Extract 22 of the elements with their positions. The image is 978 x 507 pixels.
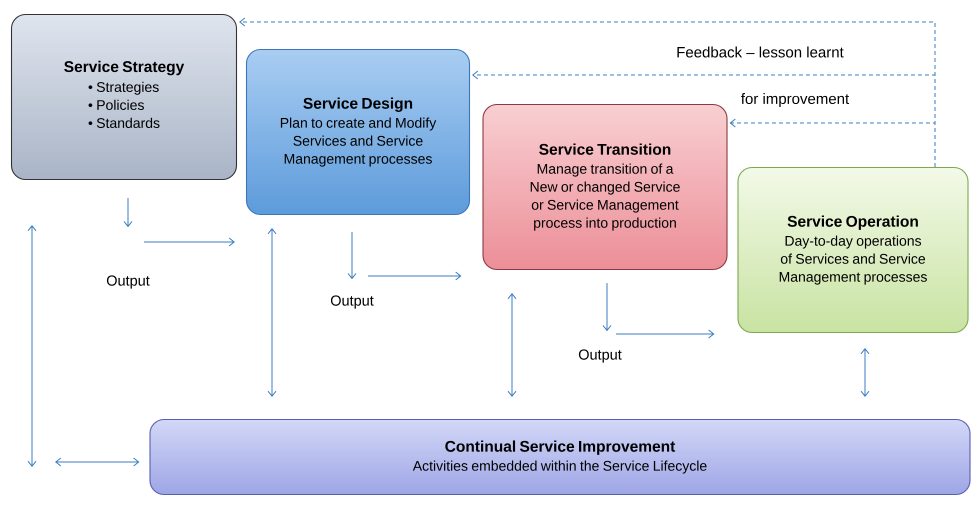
arrow [268,228,276,397]
arrow [860,348,870,397]
arrow [508,293,516,397]
process-box: Service Operation Day-to-day operations of Services and Service Management processes [737,166,969,334]
arrow [124,198,132,228]
output-label: Output [330,295,374,309]
feedback-arrow [730,118,936,168]
note-text: Feedback – lesson learnt [677,46,844,58]
process-box: Service Transition Manage transition of a New or changed Service or Service Management process into production [482,104,728,270]
arrow [143,238,235,246]
arrow [28,225,36,467]
arrow [367,272,462,280]
arrow [55,458,140,466]
arrow [615,330,714,338]
process-box: Continual Service Improvement Activities embedded within the Service Lifecycle [149,418,971,496]
note-text: for improvement [741,93,850,107]
output-label: Output [106,275,150,289]
process-box: Service Design Plan to create and Modify Services and Service Management processes [246,48,470,216]
arrow [602,282,612,332]
output-label: Output [578,349,622,363]
process-box: Service Strategy • Strategies • Policies • Standards [10,14,238,180]
arrow [348,232,356,280]
